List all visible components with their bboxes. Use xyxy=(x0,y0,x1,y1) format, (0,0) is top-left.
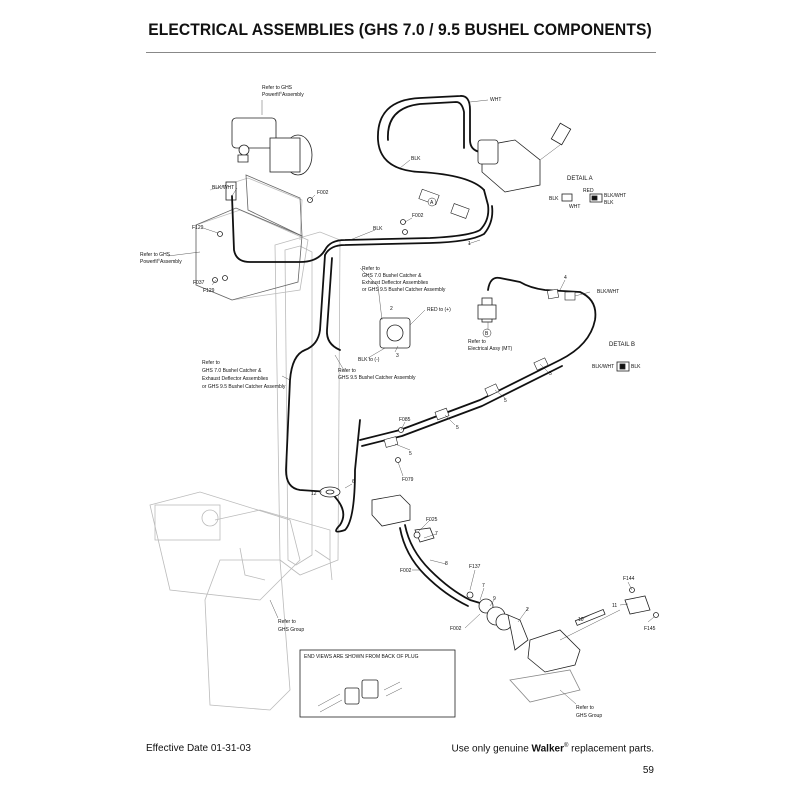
detail-b-connector xyxy=(616,361,630,372)
callout-a: A xyxy=(430,200,434,206)
label-refer-powerfil-left: Refer to GHS xyxy=(140,252,171,258)
label-detail-a-blk: BLK xyxy=(549,196,559,202)
label-blk-minus: BLK to (-) xyxy=(358,357,380,363)
item-5b: 5 xyxy=(504,398,507,404)
label-f085: F085 xyxy=(399,417,411,423)
label-detail-a: DETAIL A xyxy=(567,176,593,182)
label-refer-powerfil-top: Refer to GHS xyxy=(262,85,293,91)
label-blk-top: BLK xyxy=(411,156,421,162)
receptacle-assembly xyxy=(478,595,651,703)
item-9: 9 xyxy=(493,596,496,602)
item-3: 3 xyxy=(396,353,399,359)
label-f002-mid: F002 xyxy=(412,213,424,219)
label-powerfil-top: Powerfil xyxy=(262,92,280,98)
label-blk-wht-left: BLK/WHT xyxy=(212,185,234,191)
item-6: 6 xyxy=(352,479,355,485)
item-5d: 5 xyxy=(409,451,412,457)
label-refer-catcher-4: or GHS 9.5 Bushel Catcher Assembly xyxy=(362,287,446,293)
page-number: 59 xyxy=(642,765,654,776)
label-blk-wht-right: BLK/WHT xyxy=(597,289,619,295)
item-5c: 5 xyxy=(456,425,459,431)
svg-text:Powerfil®Assembly: Powerfil®Assembly xyxy=(262,91,304,98)
label-f002-low: F002 xyxy=(400,568,412,574)
powerfil-motor xyxy=(225,117,313,201)
item-1: 1 xyxy=(468,241,471,247)
item-5a: 5 xyxy=(549,371,552,377)
page-title: ELECTRICAL ASSEMBLIES (GHS 7.0 / 9.5 BUS… xyxy=(148,20,652,39)
label-f025: F025 xyxy=(426,517,438,523)
callout-a-circle xyxy=(427,197,437,207)
label-refer-catcher-left-4: or GHS 9.5 Bushel Catcher Assembly xyxy=(202,384,286,390)
label-refer-catcher-2: GHS 7.0 Bushel Catcher & xyxy=(362,273,422,279)
label-f002-bottom: F002 xyxy=(450,626,462,632)
label-refer-catcher-3: Exhaust Deflector Assemblies xyxy=(362,280,429,286)
callout-b-circle xyxy=(482,328,492,338)
label-refer-catcher-1: Refer to xyxy=(362,266,380,272)
footer-tagline: Use only genuine Walker® replacement par… xyxy=(451,743,654,755)
detail-a-connectors xyxy=(561,193,603,203)
label-wht: WHT xyxy=(490,97,501,103)
label-detail-b-blk: BLK xyxy=(631,364,641,370)
label-f037: F037 xyxy=(193,280,205,286)
label-end-views: END VIEWS ARE SHOWN FROM BACK OF PLUG xyxy=(304,654,419,660)
label-refer-catcher-mid-2: GHS 9.5 Bushel Catcher Assembly xyxy=(338,375,416,381)
label-detail-a-red: RED xyxy=(583,188,594,194)
item-7b: 7 xyxy=(482,583,485,589)
label-f079: F079 xyxy=(402,477,414,483)
label-f137: F137 xyxy=(469,564,481,570)
label-f002-top: F002 xyxy=(317,190,329,196)
label-powerfil-left: Powerfil xyxy=(140,259,158,265)
mounting-bracket xyxy=(195,174,303,301)
label-detail-a-blkwht: BLK/WHT xyxy=(604,193,626,199)
diagram-labels: Refer to GHS Powerfil®Assembly BLK/WHT F… xyxy=(140,85,656,719)
brand-name: Walker xyxy=(531,743,564,755)
circuit-module xyxy=(371,494,435,543)
end-views-box xyxy=(299,649,456,718)
label-f129-a: F129 xyxy=(192,225,204,231)
item-8: 8 xyxy=(445,561,448,567)
label-red-plus: RED to (+) xyxy=(427,307,451,313)
label-f129-b: F129 xyxy=(203,288,215,294)
label-refer-ghs-group-1: Refer to xyxy=(278,619,296,625)
label-detail-a-wht: WHT xyxy=(569,204,580,210)
label-refer-ghs-group-b2: GHS Group xyxy=(576,713,602,719)
fasteners xyxy=(212,197,659,618)
leader-lines xyxy=(167,99,655,705)
label-refer-elec-1: Refer to xyxy=(468,339,486,345)
callout-b: B xyxy=(485,331,489,337)
label-blk-mid: BLK xyxy=(373,226,383,232)
label-f144: F144 xyxy=(623,576,635,582)
label-refer-catcher-left-1: Refer to xyxy=(202,360,220,366)
ghost-frame xyxy=(149,177,341,711)
item-11: 11 xyxy=(612,603,617,609)
item-7a: 7 xyxy=(435,531,438,537)
svg-text:Powerfil®Assembly: Powerfil®Assembly xyxy=(140,258,182,265)
item-4: 4 xyxy=(564,275,567,281)
item-2b: 2 xyxy=(526,607,529,613)
item-12: 12 xyxy=(311,491,317,497)
label-detail-a-blk2: BLK xyxy=(604,200,614,206)
item-10: 10 xyxy=(578,617,584,623)
label-refer-ghs-group-b1: Refer to xyxy=(576,705,594,711)
label-detail-b-blkwht: BLK/WHT xyxy=(592,364,614,370)
label-refer-ghs-group-2: GHS Group xyxy=(278,627,304,633)
title-divider xyxy=(146,52,656,53)
label-detail-b: DETAIL B xyxy=(609,342,635,348)
relay-connector xyxy=(379,297,497,349)
label-f145: F145 xyxy=(644,626,656,632)
label-refer-catcher-left-2: GHS 7.0 Bushel Catcher & xyxy=(202,368,262,374)
switch-assembly xyxy=(477,122,572,193)
label-refer-elec-2: Electrical Assy (MT) xyxy=(468,346,513,352)
grommet xyxy=(319,486,341,498)
label-refer-catcher-mid-1: Refer to xyxy=(338,368,356,374)
item-2: 2 xyxy=(390,306,393,312)
label-refer-catcher-left-3: Exhaust Deflector Assemblies xyxy=(202,376,269,382)
wire-harness xyxy=(231,95,597,607)
effective-date: Effective Date 01-31-03 xyxy=(146,743,251,754)
